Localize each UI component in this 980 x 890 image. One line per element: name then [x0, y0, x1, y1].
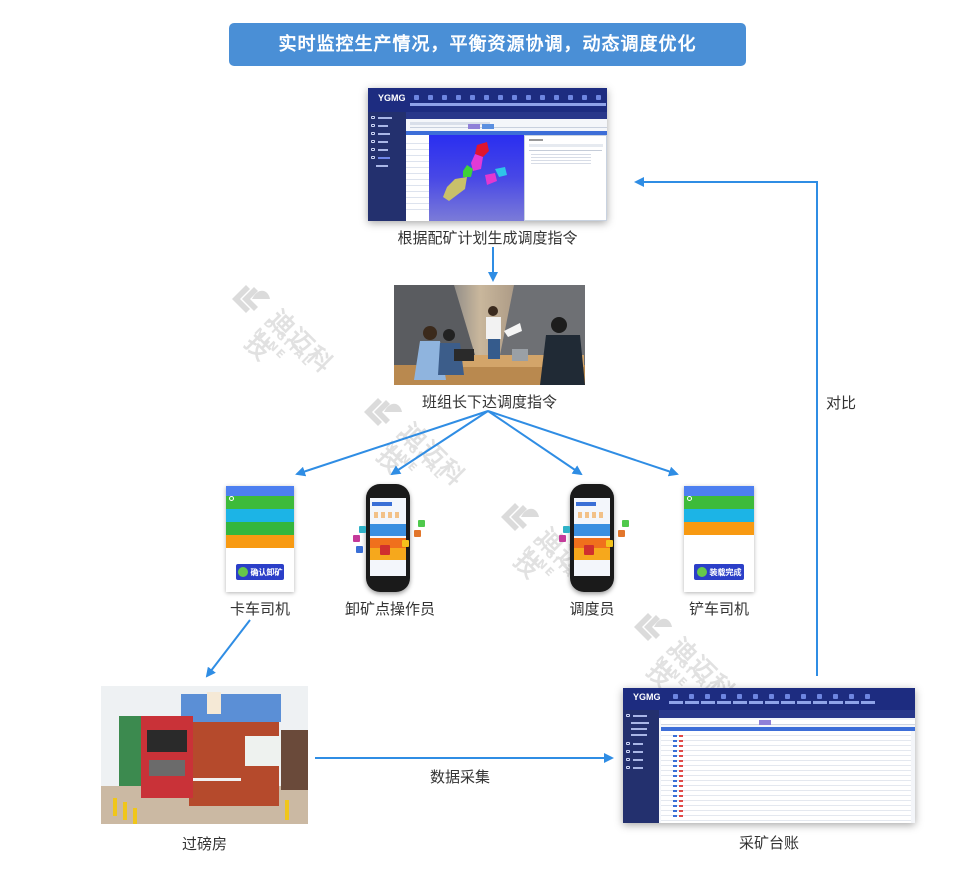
caption-dispatcher: 调度员	[569, 600, 615, 618]
app-logo: YGMG	[633, 692, 661, 702]
digital-mine-logo-icon	[501, 503, 539, 531]
confirm-unload-label: 确认卸矿	[250, 567, 283, 577]
dispatch-software-screenshot: YGMG	[368, 88, 607, 221]
caption-truck-driver: 卡车司机	[229, 600, 290, 618]
loading-complete-button[interactable]: 装载完成	[694, 564, 744, 580]
watermark-en: DIGITAL MINE	[251, 316, 315, 370]
app-header	[226, 486, 294, 501]
data-collection-label: 数据采集	[430, 768, 491, 786]
team-meeting-photo	[394, 285, 585, 385]
loading-complete-label: 装载完成	[709, 567, 742, 577]
caption-dispatch-software: 根据配矿计划生成调度指令	[397, 229, 578, 247]
3d-orebody-view[interactable]	[429, 135, 524, 221]
compare-label: 对比	[826, 394, 857, 412]
caption-weighbridge: 过磅房	[181, 835, 227, 853]
app-header	[684, 486, 754, 501]
nav-bar: YGMG	[368, 88, 607, 112]
check-icon	[696, 567, 707, 577]
mining-ledger-screenshot: YGMG	[623, 688, 915, 823]
watermark: 迪迈科技 DIGITAL MINE	[228, 272, 368, 402]
check-icon	[237, 567, 248, 577]
confirm-unload-button[interactable]: 确认卸矿	[236, 564, 284, 580]
sidebar	[368, 112, 406, 221]
caption-unloading-operator: 卸矿点操作员	[344, 600, 435, 618]
sidebar	[623, 710, 659, 823]
truck-driver-app-screen: 确认卸矿	[226, 486, 294, 592]
unloading-operator-phone	[366, 484, 410, 592]
digital-mine-logo-icon	[232, 285, 270, 313]
caption-shovel-driver: 铲车司机	[688, 600, 749, 618]
dispatcher-phone	[570, 484, 614, 592]
caption-mining-ledger: 采矿台账	[738, 834, 799, 852]
app-logo: YGMG	[378, 93, 406, 103]
shovel-driver-app-screen: 装载完成	[684, 486, 754, 592]
nav-bar: YGMG	[623, 688, 915, 710]
watermark-cn: 迪迈科技	[239, 304, 339, 380]
title-banner: 实时监控生产情况，平衡资源协调，动态调度优化	[229, 23, 746, 66]
weighbridge-photo	[101, 686, 308, 824]
caption-team-leader: 班组长下达调度指令	[421, 393, 557, 411]
dispatch-detail-panel	[524, 135, 607, 221]
